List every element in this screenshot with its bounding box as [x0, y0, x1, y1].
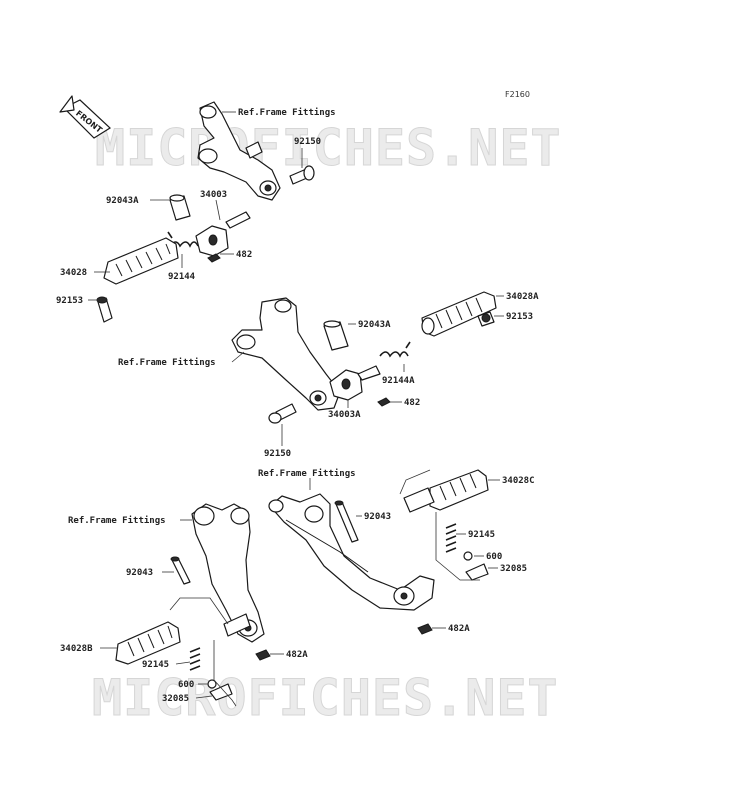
label-34028b: 34028B	[60, 644, 93, 654]
pivot-pin-92043-right	[334, 500, 359, 543]
label-92153-left: 92153	[56, 296, 83, 306]
plunger-32085-left	[209, 683, 233, 701]
pin-482-top	[207, 253, 221, 263]
bracket-lower-right	[268, 493, 435, 611]
label-482-top: 482	[236, 250, 252, 260]
pin-92153-right	[477, 311, 495, 327]
label-482a-left: 482A	[286, 650, 308, 660]
holder-box-right	[403, 487, 435, 513]
spring-92145-left	[189, 647, 201, 671]
label-92144: 92144	[168, 272, 196, 282]
label-34028a: 34028A	[506, 292, 539, 302]
ball-600-right	[463, 551, 473, 561]
pivot-pin-92043-left	[170, 556, 191, 585]
label-92145-right: 92145	[468, 530, 495, 540]
label-92043-right: 92043	[364, 512, 391, 522]
bushing-92043a-right	[323, 320, 349, 351]
footpeg-34028a	[421, 291, 497, 337]
bushing-92043a-left	[169, 194, 191, 221]
label-482-mid: 482	[404, 398, 420, 408]
plunger-32085-right	[465, 563, 489, 581]
holder-34003a	[329, 365, 381, 401]
holder-34003	[195, 211, 251, 257]
bracket-middle	[231, 297, 341, 411]
bracket-lower-left	[191, 503, 265, 643]
bolt-92150-mid	[268, 403, 297, 424]
label-92145-left: 92145	[142, 660, 169, 670]
bolt-92150-top	[289, 165, 315, 185]
label-34003a: 34003A	[328, 410, 361, 420]
label-92043a-right: 92043A	[358, 320, 391, 330]
pin-482a-right	[417, 623, 433, 635]
spring-92144a	[379, 341, 411, 358]
label-34003: 34003	[200, 190, 227, 200]
spring-92144	[167, 231, 199, 248]
holder-box-left	[223, 613, 251, 637]
label-92150-top: 92150	[294, 137, 321, 147]
label-ref-frame-4: Ref.Frame Fittings	[68, 515, 166, 526]
label-34028: 34028	[60, 268, 87, 278]
label-92153-right: 92153	[506, 312, 533, 322]
label-92150-mid: 92150	[264, 449, 291, 459]
label-34028c: 34028C	[502, 476, 535, 486]
footpeg-34028	[103, 237, 179, 285]
label-92043a-left: 92043A	[106, 196, 139, 206]
front-arrow-icon: FRONT	[59, 95, 111, 139]
label-92144a: 92144A	[382, 376, 415, 386]
diagram-code: F2160	[505, 90, 530, 99]
watermark-bottom: MICROFICHES.NET	[92, 669, 559, 727]
label-ref-frame-3: Ref.Frame Fittings	[258, 468, 356, 479]
label-482a-right: 482A	[448, 624, 470, 634]
label-32085-right: 32085	[500, 564, 527, 574]
pin-92153-left	[96, 296, 113, 323]
label-ref-frame-2: Ref.Frame Fittings	[118, 357, 216, 368]
pin-482a-left	[255, 649, 271, 661]
watermark-top: MICROFICHES.NET	[95, 119, 562, 177]
label-32085-left: 32085	[162, 694, 189, 704]
footpeg-34028b	[115, 621, 181, 665]
bracket-top-left	[197, 101, 281, 201]
spring-92145-right	[445, 523, 457, 553]
pin-482-mid	[377, 397, 391, 407]
footpeg-34028c	[429, 469, 489, 511]
label-92043-left: 92043	[126, 568, 153, 578]
label-ref-frame-1: Ref.Frame Fittings	[238, 107, 336, 118]
label-600-right: 600	[486, 552, 502, 562]
label-600-left: 600	[178, 680, 194, 690]
